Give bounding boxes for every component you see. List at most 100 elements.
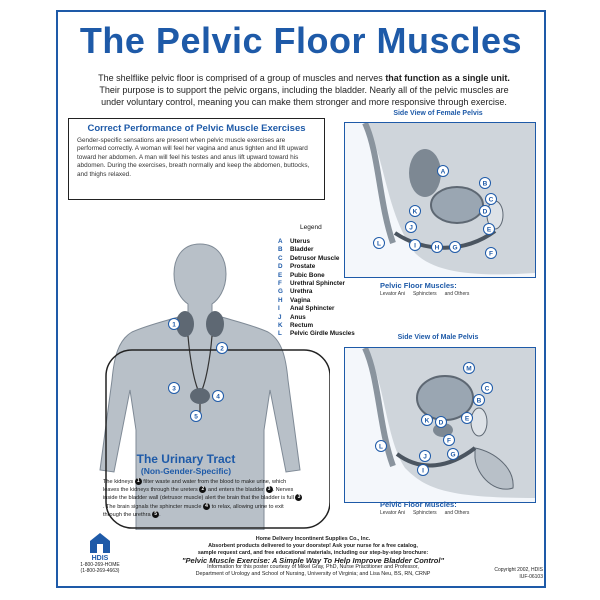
female-marker: D — [479, 205, 491, 217]
female-marker: I — [409, 239, 421, 251]
legend-label: Pubic Bone — [290, 271, 325, 279]
body-marker-label: 3 — [172, 385, 176, 392]
footer-credits-2: Department of Urology and School of Nurs… — [195, 571, 431, 577]
male-marker-label: D — [439, 419, 444, 426]
logo-phone-2: (1-800-269-4663) — [80, 568, 120, 574]
male-pfm-label: Pelvic Floor Muscles: — [380, 500, 457, 509]
performance-text: Gender-specific sensations are present w… — [77, 137, 310, 178]
body-marker-label: 2 — [220, 345, 224, 352]
female-marker: A — [437, 165, 449, 177]
performance-heading: Correct Performance of Pelvic Muscle Exe… — [87, 123, 306, 134]
male-view-heading: Side View of Male Pelvis — [397, 334, 479, 341]
female-marker-label: G — [452, 244, 457, 251]
pfm-item: Sphincters — [413, 291, 437, 297]
female-marker: H — [431, 241, 443, 253]
marker-badge: 1 — [134, 478, 142, 486]
legend-item: F Urethral Sphincter — [278, 280, 355, 288]
legend-key: L — [278, 330, 282, 338]
female-marker: J — [405, 221, 417, 233]
female-marker-label: I — [414, 242, 416, 249]
footer-quote: "Pelvic Muscle Exercise: A Simple Way To… — [181, 556, 445, 565]
pfm-item: Sphincters — [413, 510, 437, 516]
body-marker: 5 — [190, 410, 202, 422]
urinary-tract-text: The kidneys 1 filter waste and water fro… — [103, 478, 303, 519]
intro-text-2: Their purpose is to support the pelvic o… — [99, 85, 509, 107]
pfm-item: Levator Ani — [380, 510, 406, 516]
intro-paragraph: The shelflike pelvic floor is comprised … — [94, 72, 514, 108]
urinary-text-4: . Nerves inside the bladder wall (detrus… — [103, 487, 296, 502]
legend-key: H — [278, 296, 283, 304]
urinary-tract-title: The Urinary Tract — [136, 452, 236, 466]
marker-badge: 5 — [152, 510, 160, 518]
male-marker: C — [481, 382, 493, 394]
urinary-text-5: . The brain signals the sphincter muscle — [103, 503, 204, 510]
footer-line-2: Absorbent products delivered to your doo… — [208, 543, 418, 549]
female-marker-label: J — [409, 224, 413, 231]
male-marker: I — [417, 464, 429, 476]
body-silhouette — [99, 243, 301, 530]
urinary-text-3: and enters the bladder — [206, 487, 266, 494]
legend-label: Uterus — [290, 238, 310, 245]
copyright: Copyright 2002, HDIS IUF-06103 — [453, 567, 543, 581]
female-marker-label: B — [483, 180, 488, 187]
body-marker-label: 4 — [216, 393, 220, 400]
female-marker: E — [483, 223, 495, 235]
female-marker-label: K — [413, 208, 418, 215]
female-spine — [362, 123, 396, 244]
urinary-tract-subtitle: (Non-Gender-Specific) — [140, 466, 232, 476]
male-marker: K — [421, 414, 433, 426]
male-marker-label: E — [465, 415, 470, 422]
ureter-left — [187, 335, 199, 391]
logo-text: HDIS — [91, 555, 109, 562]
male-marker-label: J — [423, 453, 427, 460]
male-marker-label: B — [477, 397, 482, 404]
female-marker-label: D — [483, 208, 488, 215]
body-illustration: 1 2 3 4 5 — [99, 243, 330, 530]
footer-text: Home Delivery Incontinent Supplies Co., … — [173, 536, 453, 578]
male-marker: F — [443, 434, 455, 446]
legend-heading: Legend — [300, 224, 322, 231]
body-marker: 2 — [216, 342, 228, 354]
legend-label: Urethral Sphincter — [290, 279, 345, 287]
legend-label: Anal Sphincter — [290, 305, 335, 313]
marker-badge: 4 — [203, 502, 211, 510]
legend-key: B — [278, 246, 283, 254]
female-marker-label: C — [489, 196, 494, 203]
urinary-text-6: to relax, allowing urine to exit through… — [103, 503, 284, 518]
legend-key: A — [278, 238, 283, 245]
urinary-text-1: The kidneys — [103, 479, 135, 485]
legend-key: K — [278, 321, 283, 329]
legend-key: F — [278, 279, 282, 287]
female-pelvis-diagram: A B CD EF G H I J K L — [362, 123, 535, 275]
male-pubic-bone — [470, 407, 488, 437]
female-marker-label: L — [377, 240, 381, 247]
female-view-heading: Side View of Female Pelvis — [393, 110, 483, 117]
female-marker-label: A — [441, 168, 446, 175]
female-marker: F — [485, 247, 497, 259]
ureter-right — [201, 335, 213, 391]
body-marker: 4 — [212, 390, 224, 402]
urinary-text-2: filter waste and water from the blood to… — [103, 479, 287, 494]
male-marker: B — [473, 394, 485, 406]
bladder — [190, 388, 210, 404]
footer-credits-1: Information for this poster courtesy of … — [207, 564, 419, 570]
body-marker: 3 — [168, 382, 180, 394]
female-bladder — [430, 186, 484, 224]
pfm-item: Levator Ani — [380, 291, 406, 297]
copyright-line-2: IUF-06103 — [519, 574, 543, 580]
male-marker-label: I — [422, 467, 424, 474]
male-marker-label: M — [466, 365, 471, 372]
